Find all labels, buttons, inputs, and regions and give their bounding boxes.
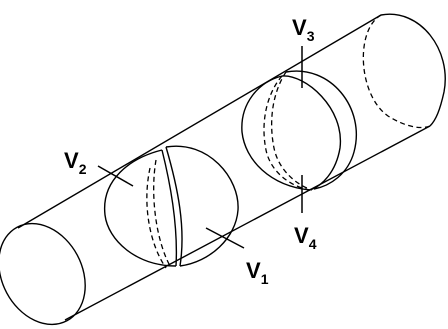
right-slice-pair <box>241 70 357 191</box>
slice-v2-outline <box>104 149 177 267</box>
label-v4-subscript: 4 <box>309 236 317 252</box>
cylinder-right-end-hidden <box>362 14 431 129</box>
slice-v1-cut-edge <box>165 146 183 267</box>
slice-v3-cut-edge <box>281 75 341 191</box>
slice-right-hidden-edge-a <box>263 75 311 191</box>
label-v1-subscript: 1 <box>261 271 269 287</box>
slice-v2-cut-edge <box>161 149 178 267</box>
label-v2: V2 <box>64 148 87 177</box>
label-v2-letter: V <box>64 148 79 173</box>
leader-v1 <box>205 227 245 249</box>
cylinder-top-edge <box>17 14 382 229</box>
cylinder-bottom-edge <box>64 125 431 321</box>
label-v1-letter: V <box>246 258 261 283</box>
cylinder-right-end-visible <box>380 13 446 127</box>
label-v3-subscript: 3 <box>307 28 315 44</box>
label-v3: V3 <box>292 15 315 44</box>
leader-v2 <box>97 165 134 187</box>
label-v4: V4 <box>294 223 317 252</box>
label-v4-letter: V <box>294 223 309 248</box>
slice-left-hidden-edge-a <box>153 159 171 267</box>
label-v1: V1 <box>246 258 269 287</box>
label-v3-letter: V <box>292 15 307 40</box>
slice-v4-outline <box>285 70 357 190</box>
slice-left-hidden-edge-b <box>146 167 167 269</box>
slice-v1-outline <box>165 145 239 267</box>
left-slice-pair <box>104 145 239 269</box>
cylinder <box>0 13 446 326</box>
slice-v3-outline <box>241 75 311 191</box>
label-v2-subscript: 2 <box>79 161 87 177</box>
slice-right-hidden-edge-b <box>271 71 313 191</box>
cylinder-left-end-cap <box>0 222 86 326</box>
leader-lines <box>97 46 303 249</box>
